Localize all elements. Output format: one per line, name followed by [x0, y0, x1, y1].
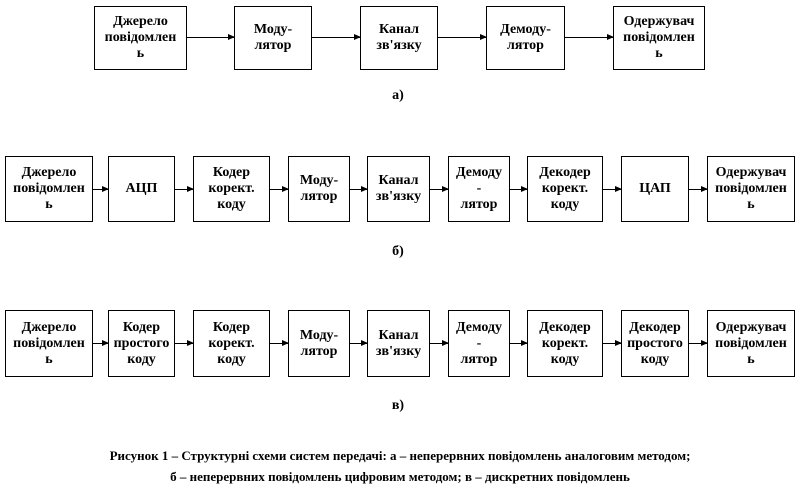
- block-simple-encoder-c: Кодер простого коду: [108, 310, 175, 377]
- arrow-c-6: [510, 340, 528, 346]
- arrow-c-1: [93, 340, 109, 346]
- block-receiver-c: Одержувач повідомлен ь: [707, 310, 795, 377]
- figure-caption-line1: Рисунок 1 – Структурні схеми систем пере…: [109, 448, 691, 463]
- block-dac-b: ЦАП: [621, 156, 689, 222]
- block-source-a: Джерело повідомлен ь: [94, 6, 187, 70]
- block-demodulator-a: Демоду- лятор: [486, 6, 565, 70]
- row-c-label: в): [391, 398, 405, 413]
- block-encoder-c: Кодер корект. коду: [193, 310, 270, 377]
- arrow-b-8: [689, 186, 708, 192]
- row-b-label: б): [392, 244, 404, 259]
- block-channel-b: Канал зв'язку: [367, 156, 430, 222]
- arrow-b-1: [93, 186, 109, 192]
- block-simple-decoder-c: Декодер простого коду: [621, 310, 689, 377]
- arrow-a-3: [438, 34, 487, 40]
- block-decoder-c: Декодер корект. коду: [527, 310, 603, 377]
- arrow-b-5: [430, 186, 449, 192]
- block-source-c: Джерело повідомлен ь: [5, 310, 93, 377]
- arrow-c-7: [603, 340, 622, 346]
- block-modulator-b: Моду- лятор: [288, 156, 350, 222]
- figure-caption-line2: б – неперервних повідомлень цифровим мет…: [170, 469, 630, 484]
- arrow-b-7: [603, 186, 622, 192]
- arrow-b-3: [270, 186, 289, 192]
- block-demodulator-c: Демоду - лятор: [448, 310, 510, 377]
- block-channel-c: Канал зв'язку: [367, 310, 430, 377]
- arrow-b-4: [350, 186, 368, 192]
- arrow-b-2: [175, 186, 194, 192]
- block-adc-b: АЦП: [108, 156, 175, 222]
- arrow-c-2: [175, 340, 194, 346]
- block-decoder-b: Декодер корект. коду: [527, 156, 603, 222]
- block-modulator-a: Моду- лятор: [234, 6, 312, 70]
- block-modulator-c: Моду- лятор: [288, 310, 350, 377]
- arrow-a-2: [312, 34, 361, 40]
- arrow-c-3: [270, 340, 289, 346]
- arrow-a-1: [187, 34, 235, 40]
- block-demodulator-b: Демоду - лятор: [448, 156, 510, 222]
- row-a-label: а): [392, 88, 404, 103]
- arrow-c-5: [430, 340, 449, 346]
- arrow-b-6: [510, 186, 528, 192]
- block-source-b: Джерело повідомлен ь: [5, 156, 93, 222]
- block-receiver-b: Одержувач повідомлен ь: [707, 156, 795, 222]
- block-channel-a: Канал зв'язку: [360, 6, 438, 70]
- block-encoder-b: Кодер корект. коду: [193, 156, 270, 222]
- arrow-a-4: [565, 34, 614, 40]
- block-receiver-a: Одержувач повідомлен ь: [613, 6, 705, 70]
- arrow-c-8: [689, 340, 708, 346]
- arrow-c-4: [350, 340, 368, 346]
